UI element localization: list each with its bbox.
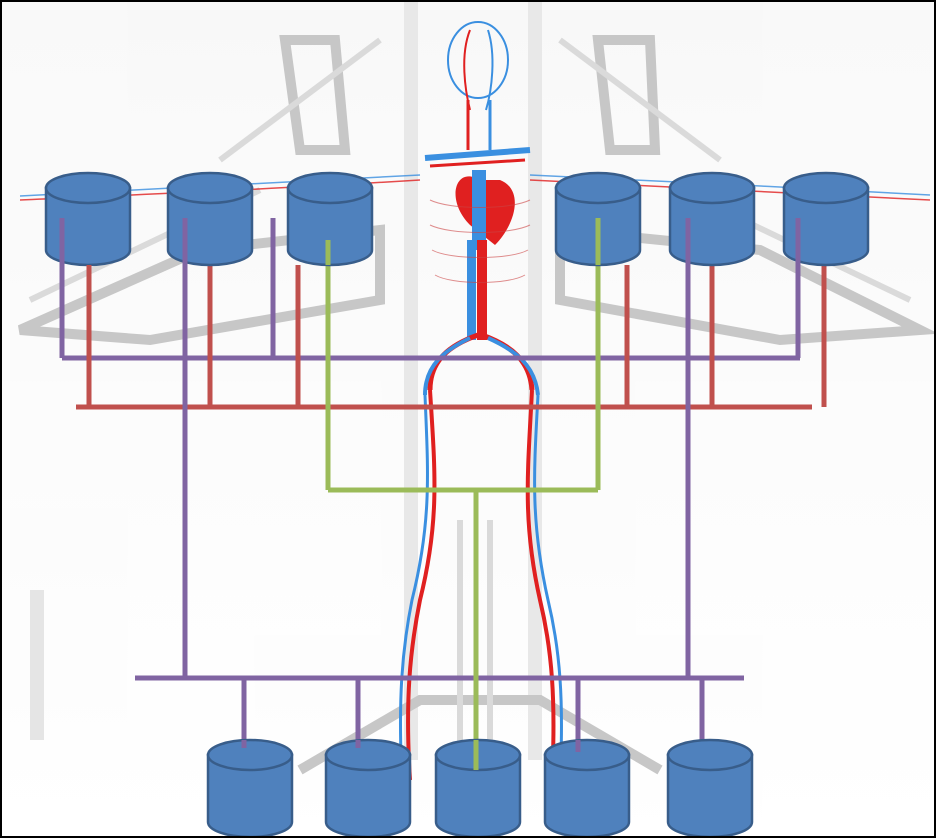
cylinder-bottom-5[interactable] [666,738,754,838]
top-row-cylinders [44,171,870,267]
cylinder-bottom-1[interactable] [206,738,294,838]
purple-lower-bus [135,218,744,758]
cylinder-top-6[interactable] [782,171,870,267]
circulatory-figure-icon [19,21,931,781]
cylinder-connector-stubs [59,218,801,268]
cylinder-top-3[interactable] [286,171,374,267]
cylinder-bottom-2[interactable] [324,738,412,838]
cylinder-top-2[interactable] [166,171,254,267]
cylinder-bottom-4[interactable] [543,738,631,838]
cylinder-top-5[interactable] [668,171,756,267]
bottom-row-cylinders [206,738,754,838]
cylinder-top-1[interactable] [44,171,132,267]
bottom-connector-stubs [241,740,581,770]
